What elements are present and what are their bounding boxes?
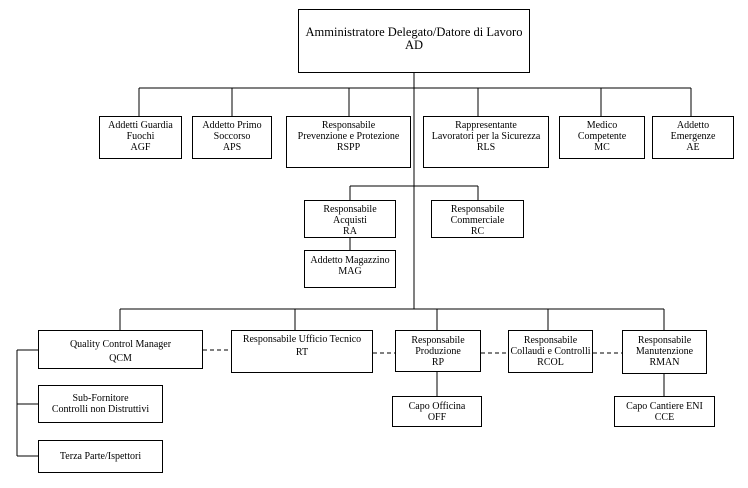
mc-code: MC xyxy=(594,142,610,153)
agf-line-2: Fuochi xyxy=(126,131,155,142)
rc-line-2: Commerciale xyxy=(450,215,505,226)
org-box-rp: Responsabile Produzione RP xyxy=(395,330,481,372)
org-box-ad: Amministratore Delegato/Datore di Lavoro… xyxy=(298,9,530,73)
ad-title: Amministratore Delegato/Datore di Lavoro xyxy=(305,25,523,39)
org-box-qcm: Quality Control Manager QCM xyxy=(38,330,203,369)
mc-line-1: Medico xyxy=(586,120,618,131)
ae-line-2: Emergenze xyxy=(670,131,716,142)
rls-line-1: Rappresentante xyxy=(455,120,517,131)
ra-line-2: Acquisti xyxy=(333,215,367,226)
sub-line-2: Controlli non Distruttivi xyxy=(51,404,150,415)
rman-line-2: Manutenzione xyxy=(635,346,694,357)
org-box-mag: Addetto Magazzino MAG xyxy=(304,250,396,288)
ae-line-1: Addetto xyxy=(676,120,710,131)
ae-code: AE xyxy=(686,142,700,153)
org-box-rcol: Responsabile Collaudi e Controlli RCOL xyxy=(508,330,593,373)
org-box-rspp: Responsabile Prevenzione e Protezione RS… xyxy=(286,116,411,168)
rp-code: RP xyxy=(431,357,445,368)
org-box-cce: Capo Cantiere ENI CCE xyxy=(614,396,715,427)
rspp-code: RSPP xyxy=(336,142,361,153)
rman-line-1: Responsabile xyxy=(637,335,692,346)
rt-code: RT xyxy=(295,347,309,358)
off-line-1: Capo Officina xyxy=(408,400,466,412)
qcm-line-1: Quality Control Manager xyxy=(69,339,172,350)
aps-code: APS xyxy=(222,142,242,153)
org-box-off: Capo Officina OFF xyxy=(392,396,482,427)
rt-line-1: Responsabile Ufficio Tecnico xyxy=(242,334,362,345)
org-box-rc: Responsabile Commerciale RC xyxy=(431,200,524,238)
org-box-rman: Responsabile Manutenzione RMAN xyxy=(622,330,707,374)
mag-code: MAG xyxy=(338,266,362,277)
cce-line-1: Capo Cantiere ENI xyxy=(626,400,703,412)
mag-line-1: Addetto Magazzino xyxy=(310,255,390,266)
rp-line-1: Responsabile xyxy=(411,335,465,346)
rls-code: RLS xyxy=(476,142,496,153)
off-code: OFF xyxy=(427,411,447,423)
rspp-line-2: Prevenzione e Protezione xyxy=(297,131,400,142)
sub-line-1: Sub-Fornitore xyxy=(72,393,129,404)
rcol-line-2: Collaudi e Controlli xyxy=(510,346,591,357)
qcm-code: QCM xyxy=(109,353,132,364)
rc-line-1: Responsabile xyxy=(450,204,505,215)
rls-line-2: Lavoratori per la Sicurezza xyxy=(431,131,541,142)
org-box-ra: Responsabile Acquisti RA xyxy=(304,200,396,238)
org-box-ae: Addetto Emergenze AE xyxy=(652,116,734,159)
rc-code: RC xyxy=(470,226,485,237)
ad-code: AD xyxy=(404,38,424,52)
org-box-rt: Responsabile Ufficio Tecnico RT xyxy=(231,330,373,373)
org-box-agf: Addetti Guardia Fuochi AGF xyxy=(99,116,182,159)
ra-line-1: Responsabile xyxy=(323,204,377,215)
mc-line-2: Competente xyxy=(577,131,627,142)
org-box-rls: Rappresentante Lavoratori per la Sicurez… xyxy=(423,116,549,168)
org-box-terza-parte: Terza Parte/Ispettori xyxy=(38,440,163,473)
rcol-code: RCOL xyxy=(537,357,564,368)
org-box-aps: Addetto Primo Soccorso APS xyxy=(192,116,272,159)
org-box-mc: Medico Competente MC xyxy=(559,116,645,159)
aps-line-2: Soccorso xyxy=(213,131,251,142)
agf-code: AGF xyxy=(130,142,151,153)
aps-line-1: Addetto Primo xyxy=(202,120,262,131)
rspp-line-1: Responsabile xyxy=(321,120,376,131)
rp-line-2: Produzione xyxy=(415,346,461,357)
rman-code: RMAN xyxy=(649,357,680,368)
cce-code: CCE xyxy=(654,411,675,423)
agf-line-1: Addetti Guardia xyxy=(108,120,173,131)
org-box-sub-fornitore: Sub-Fornitore Controlli non Distruttivi xyxy=(38,385,163,423)
ra-code: RA xyxy=(343,226,357,237)
rcol-line-1: Responsabile xyxy=(523,335,578,346)
terza-line-1: Terza Parte/Ispettori xyxy=(59,451,142,462)
